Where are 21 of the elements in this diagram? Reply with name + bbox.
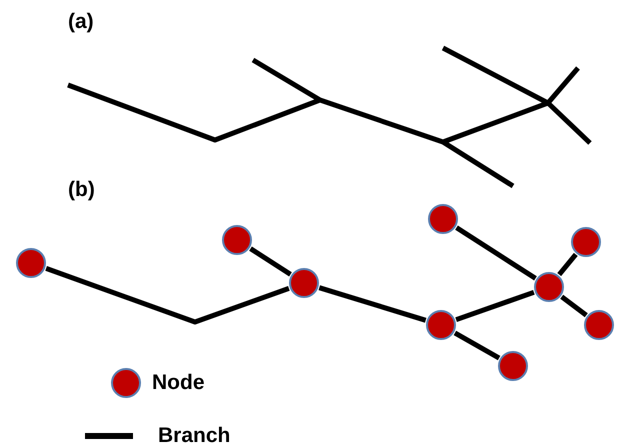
- branch-line: [455, 290, 535, 322]
- node-circle: [426, 310, 456, 340]
- branch-line: [45, 266, 290, 324]
- node-circle: [584, 310, 614, 340]
- node-circle: [571, 227, 601, 257]
- branch-line: [249, 246, 292, 276]
- branch-line: [557, 252, 578, 276]
- legend-label: Node: [152, 371, 204, 395]
- legend-label: Branch: [158, 424, 230, 448]
- node-circle: [289, 268, 319, 298]
- node-circle: [428, 204, 458, 234]
- branch-line: [454, 330, 500, 360]
- node-circle: [16, 248, 46, 278]
- branch-line: [455, 226, 537, 280]
- node-circle: [534, 272, 564, 302]
- panel-label: (b): [68, 178, 95, 202]
- branch-line: [318, 285, 426, 323]
- panel-label: (a): [68, 10, 94, 34]
- node-circle: [498, 351, 528, 381]
- node-circle: [222, 225, 252, 255]
- branch-line: [560, 294, 588, 318]
